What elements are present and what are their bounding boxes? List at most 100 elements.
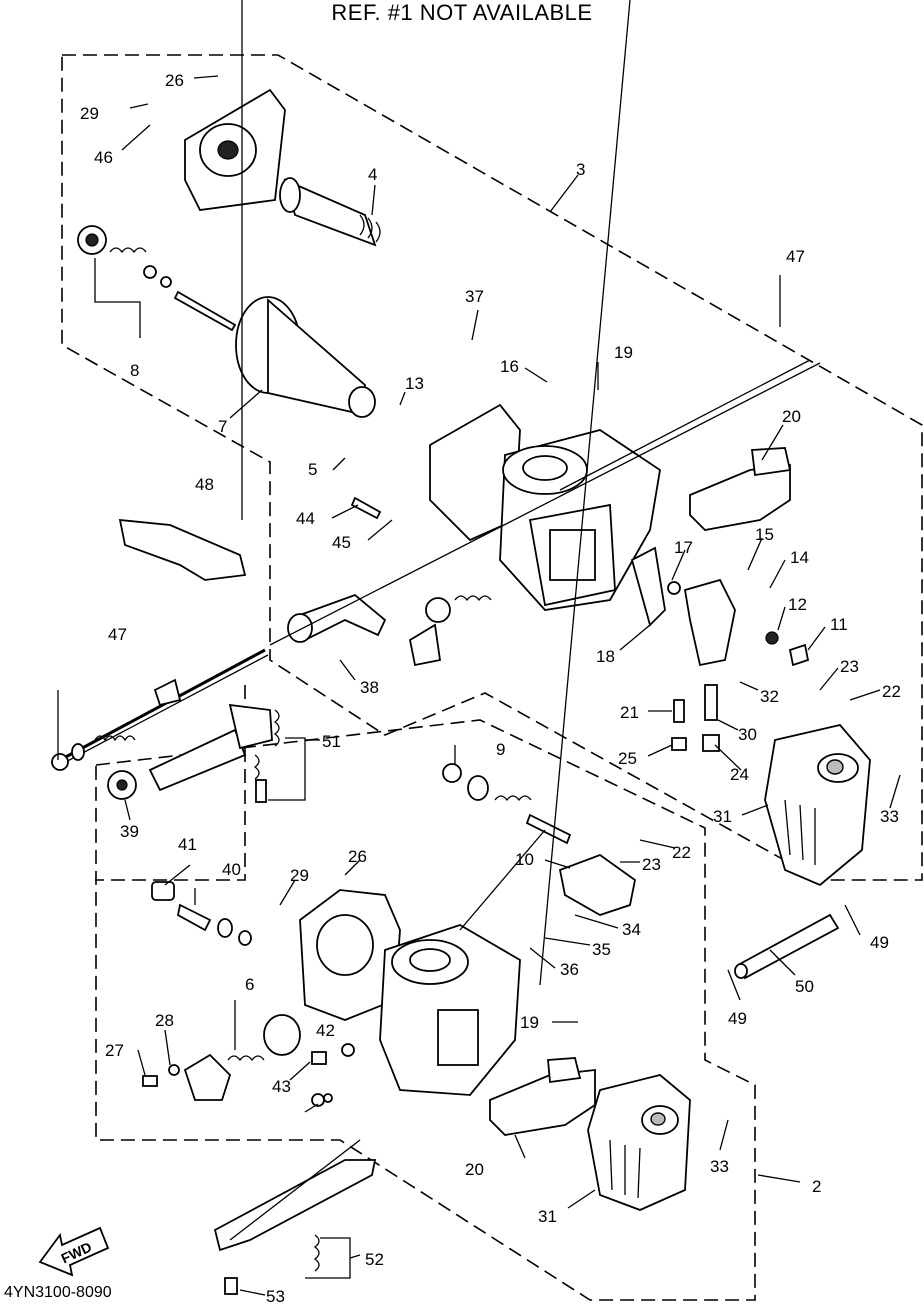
callout-4: 4	[368, 165, 377, 184]
callout-16: 16	[500, 357, 519, 376]
callout-41: 41	[178, 835, 197, 854]
callout-38: 38	[360, 678, 379, 697]
diagram-title: REF. #1 NOT AVAILABLE	[331, 0, 593, 25]
diagram-code: 4YN3100-8090	[4, 1284, 112, 1301]
leader-lines-upper	[57, 0, 901, 816]
callout-53: 53	[266, 1287, 285, 1305]
callout-20b: 20	[465, 1160, 484, 1179]
callout-18: 18	[596, 647, 615, 666]
group-outline-2	[95, 719, 756, 1301]
callout-13: 13	[405, 374, 424, 393]
callout-23b: 23	[642, 855, 661, 874]
callout-22b: 22	[672, 843, 691, 862]
bracket-10	[558, 853, 636, 916]
spring-parts-mid	[408, 595, 492, 667]
callout-51: 51	[322, 732, 341, 751]
callout-15: 15	[755, 525, 774, 544]
callout-20a: 20	[782, 407, 801, 426]
callout-25: 25	[618, 749, 637, 768]
callout-6: 6	[245, 975, 254, 994]
callout-8: 8	[130, 361, 139, 380]
leader-lines-lower	[137, 0, 861, 1296]
callout-35: 35	[592, 940, 611, 959]
carburetor-body-upper	[429, 403, 661, 611]
callout-39: 39	[120, 822, 139, 841]
callout-29b: 29	[290, 866, 309, 885]
float-bowl-31-upper	[764, 724, 871, 887]
callout-21: 21	[620, 703, 639, 722]
callout-32: 32	[760, 687, 779, 706]
callout-33a: 33	[880, 807, 899, 826]
screws-42-43	[311, 1043, 355, 1107]
spring-6	[227, 1000, 301, 1062]
callout-31a: 31	[713, 807, 732, 826]
bracket-48	[118, 518, 247, 581]
callout-49b: 49	[728, 1009, 747, 1028]
air-horn-housing-upper	[184, 88, 286, 211]
bushing-4	[279, 177, 381, 247]
callout-49a: 49	[870, 933, 889, 952]
float-20-upper	[689, 447, 792, 531]
callout-47b: 47	[108, 625, 127, 644]
callout-50: 50	[795, 977, 814, 996]
callout-19a: 19	[614, 343, 633, 362]
adjuster-9	[442, 745, 572, 845]
callout-7: 7	[218, 417, 227, 436]
callout-9: 9	[496, 740, 505, 759]
callout-2: 2	[812, 1177, 821, 1196]
callout-23a: 23	[840, 657, 859, 676]
callout-26a: 26	[165, 71, 184, 90]
callout-22a: 22	[882, 682, 901, 701]
callout-24: 24	[730, 765, 749, 784]
linkage-38	[287, 593, 387, 643]
callout-52: 52	[365, 1250, 384, 1269]
float-bowl-31-lower	[587, 1074, 691, 1211]
callout-33b: 33	[710, 1157, 729, 1176]
callout-40: 40	[222, 860, 241, 879]
fwd-arrow	[38, 1226, 110, 1277]
callout-34: 34	[622, 920, 641, 939]
callout-29a: 29	[80, 104, 99, 123]
callout-14: 14	[790, 548, 809, 567]
bracket-18	[630, 546, 666, 627]
callout-17: 17	[674, 538, 693, 557]
carburetor-body-lower	[379, 924, 521, 1096]
callout-44: 44	[296, 509, 315, 528]
bracket-plate-52-53	[213, 1159, 377, 1295]
callout-19b: 19	[520, 1013, 539, 1032]
callout-labels: 2 3 4 5 6 7 8 9 10 11 12 13 14 15 16 17 …	[58, 71, 900, 1305]
callout-12: 12	[788, 595, 807, 614]
callout-48: 48	[195, 475, 214, 494]
callout-36: 36	[560, 960, 579, 979]
float-20-lower	[489, 1057, 596, 1136]
callout-27: 27	[105, 1041, 124, 1060]
lever-assembly	[667, 578, 810, 667]
callout-10: 10	[515, 850, 534, 869]
washer-39	[107, 770, 137, 821]
small-parts-lower-right	[671, 684, 720, 752]
choke-41-40	[151, 881, 252, 946]
adjuster-screw-8	[77, 225, 237, 332]
throttle-shaft-parts	[51, 678, 182, 771]
callout-45: 45	[332, 533, 351, 552]
throttle-stop-51	[148, 703, 320, 803]
pipe-50	[734, 913, 840, 980]
callout-31b: 31	[538, 1207, 557, 1226]
callout-3: 3	[576, 160, 585, 179]
jet-44	[350, 496, 382, 520]
callout-26b: 26	[348, 847, 367, 866]
cover-27-28	[142, 1053, 232, 1101]
callout-37: 37	[465, 287, 484, 306]
callout-46: 46	[94, 148, 113, 167]
callout-47a: 47	[786, 247, 805, 266]
callout-43: 43	[272, 1077, 291, 1096]
callout-5: 5	[308, 460, 317, 479]
callout-42: 42	[316, 1021, 335, 1040]
callout-30: 30	[738, 725, 757, 744]
piston-7	[235, 296, 376, 418]
callout-11: 11	[830, 615, 848, 634]
group-outline-3	[61, 54, 923, 881]
group-outline-51	[95, 685, 246, 881]
callout-28: 28	[155, 1011, 174, 1030]
